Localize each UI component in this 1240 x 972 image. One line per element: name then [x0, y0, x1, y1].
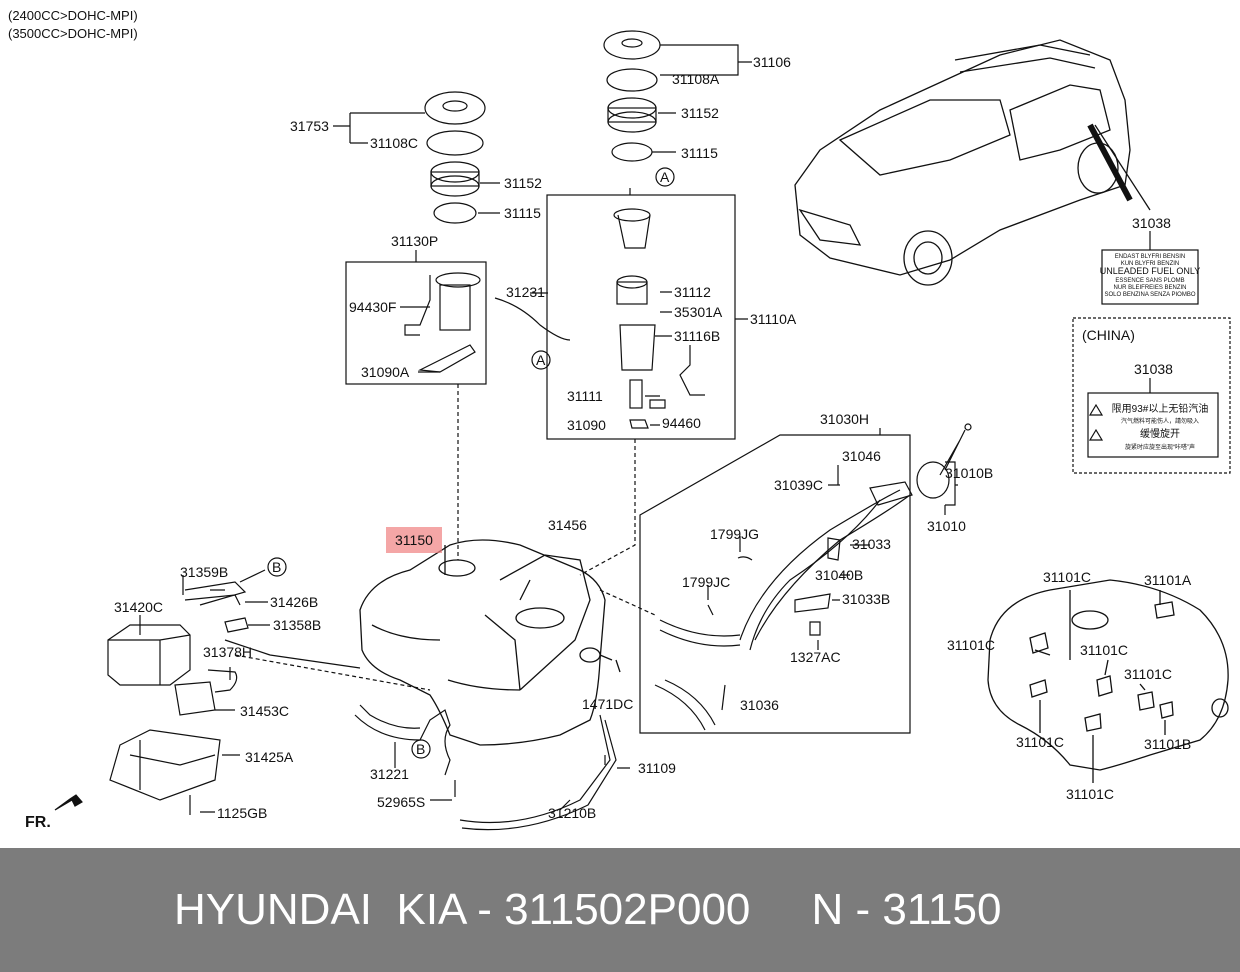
highlight-box-31150	[386, 527, 442, 553]
callout-31425A: 31425A	[245, 749, 294, 765]
callout-31010B: 31010B	[945, 465, 993, 481]
marker-b-top: B	[272, 559, 281, 575]
callout-31101A: 31101A	[1144, 572, 1192, 588]
fuel-tank-right-31101	[987, 579, 1229, 783]
china-title: (CHINA)	[1082, 327, 1135, 343]
reference-markers	[267, 167, 675, 759]
callout-31210B: 31210B	[548, 805, 596, 821]
callout-31115-center: 31115	[681, 145, 718, 161]
fuel-label-line-6: SOLO BENZINA SENZA PIOMBO	[1104, 292, 1195, 298]
filler-neck-box-31030H	[639, 428, 913, 734]
pump-cover-group-center	[603, 30, 752, 162]
vehicle-illustration	[794, 39, 1151, 286]
callout-1799JG: 1799JG	[710, 526, 759, 542]
china-label-line-2: 汽气燃料可能伤人，請勿吸入	[1121, 417, 1199, 425]
callout-31101C-6: 31101C	[1066, 786, 1114, 802]
footer-bar: HYUNDAI KIA - 311502P000 N - 31150	[0, 848, 1240, 972]
callout-31359B: 31359B	[180, 564, 228, 580]
callout-31101B: 31101B	[1144, 736, 1191, 752]
part-number-caption: HYUNDAI KIA - 311502P000 N - 31150	[174, 885, 1002, 934]
front-arrow-icon	[54, 794, 83, 811]
callout-31453C: 31453C	[240, 703, 289, 719]
callout-31101C-5: 31101C	[1016, 734, 1064, 750]
callout-1799JC: 1799JC	[682, 574, 730, 590]
callout-31101C-3: 31101C	[1080, 642, 1128, 658]
parts-diagram: 31753 31108C 31152 31115 31106 31108A 31…	[54, 30, 1231, 831]
marker-a-bottom: A	[536, 352, 546, 368]
callout-31152-center: 31152	[681, 105, 719, 121]
callout-31115-left: 31115	[504, 205, 541, 221]
fuel-label-plate	[1101, 231, 1199, 305]
engine-spec-line-2: (3500CC>DOHC-MPI)	[8, 26, 138, 41]
canister-assembly	[107, 569, 361, 815]
callout-31231: 31231	[506, 284, 545, 300]
callout-31036: 31036	[740, 697, 779, 713]
fuel-label-line-2: KUN BLYFRI BENZIN	[1121, 261, 1180, 267]
callout-1327AC: 1327AC	[790, 649, 841, 665]
pump-module-box-31110A	[546, 188, 748, 440]
callout-31033: 31033	[852, 536, 891, 552]
fuel-label-line-5: NUR BLEIFREIES BENZIN	[1113, 285, 1186, 291]
fuel-label-line-4: ESSENCE SANS PLOMB	[1115, 278, 1184, 284]
fuel-label-line-3: UNLEADED FUEL ONLY	[1100, 266, 1201, 276]
callout-31112: 31112	[674, 284, 711, 300]
callout-31456: 31456	[548, 517, 587, 533]
callout-31130P: 31130P	[391, 233, 438, 249]
callout-31033B: 31033B	[842, 591, 890, 607]
callout-31030H: 31030H	[820, 411, 869, 427]
callout-31038: 31038	[1132, 215, 1171, 231]
callout-31150: 31150	[395, 532, 433, 548]
china-label-line-1: 限用93#以上无铅汽油	[1112, 402, 1209, 415]
callout-31152-left: 31152	[504, 175, 542, 191]
callout-31106: 31106	[753, 54, 791, 70]
callout-31090A: 31090A	[361, 364, 410, 380]
callout-35301A: 35301A	[674, 304, 723, 320]
callout-31378H: 31378H	[203, 644, 252, 660]
callout-1471DC: 1471DC	[582, 696, 633, 712]
marker-a-top: A	[660, 169, 670, 185]
marker-b-bottom: B	[416, 741, 425, 757]
callout-31108C: 31108C	[370, 135, 418, 151]
callout-31221: 31221	[370, 766, 409, 782]
callout-52965S: 52965S	[377, 794, 425, 810]
callout-31046: 31046	[842, 448, 881, 464]
callout-1125GB: 1125GB	[217, 805, 267, 821]
callout-31116B: 31116B	[674, 328, 720, 344]
callout-31090: 31090	[567, 417, 606, 433]
callout-31426B: 31426B	[270, 594, 318, 610]
callout-31420C: 31420C	[114, 599, 163, 615]
callout-31040B: 31040B	[815, 567, 863, 583]
callout-31039C: 31039C	[774, 477, 823, 493]
front-direction-label: FR.	[25, 814, 51, 831]
china-label-box	[1072, 317, 1231, 474]
fuel-tank-31150	[359, 539, 621, 746]
tank-straps	[354, 704, 630, 831]
callout-31101C-2: 31101C	[947, 637, 995, 653]
callout-31010: 31010	[927, 518, 966, 534]
dashed-leaders	[234, 384, 656, 691]
callout-31111: 31111	[567, 388, 603, 404]
callout-31038-china: 31038	[1134, 361, 1173, 377]
fuel-label-line-1: ENDAST BLYFRI BENSIN	[1115, 254, 1185, 260]
callout-31358B: 31358B	[273, 617, 321, 633]
callout-31109: 31109	[638, 760, 676, 776]
callout-31101C-4: 31101C	[1124, 666, 1172, 682]
china-label-line-3: 缓慢旋开	[1140, 427, 1180, 440]
callout-31110A: 31110A	[750, 311, 797, 327]
callout-31753: 31753	[290, 118, 329, 134]
china-label-line-4: 旋紧时应旋至出现“咔嗒”声	[1125, 443, 1195, 451]
callout-31108A: 31108A	[672, 71, 720, 87]
fuel-cap-31010	[916, 423, 972, 515]
engine-spec-line-1: (2400CC>DOHC-MPI)	[8, 8, 138, 23]
callout-94460: 94460	[662, 415, 701, 431]
pump-cover-group-left	[333, 91, 500, 224]
callout-94430F: 94430F	[349, 299, 396, 315]
callout-31101C-1: 31101C	[1043, 569, 1091, 585]
pump-module-box-31130P	[345, 250, 571, 385]
